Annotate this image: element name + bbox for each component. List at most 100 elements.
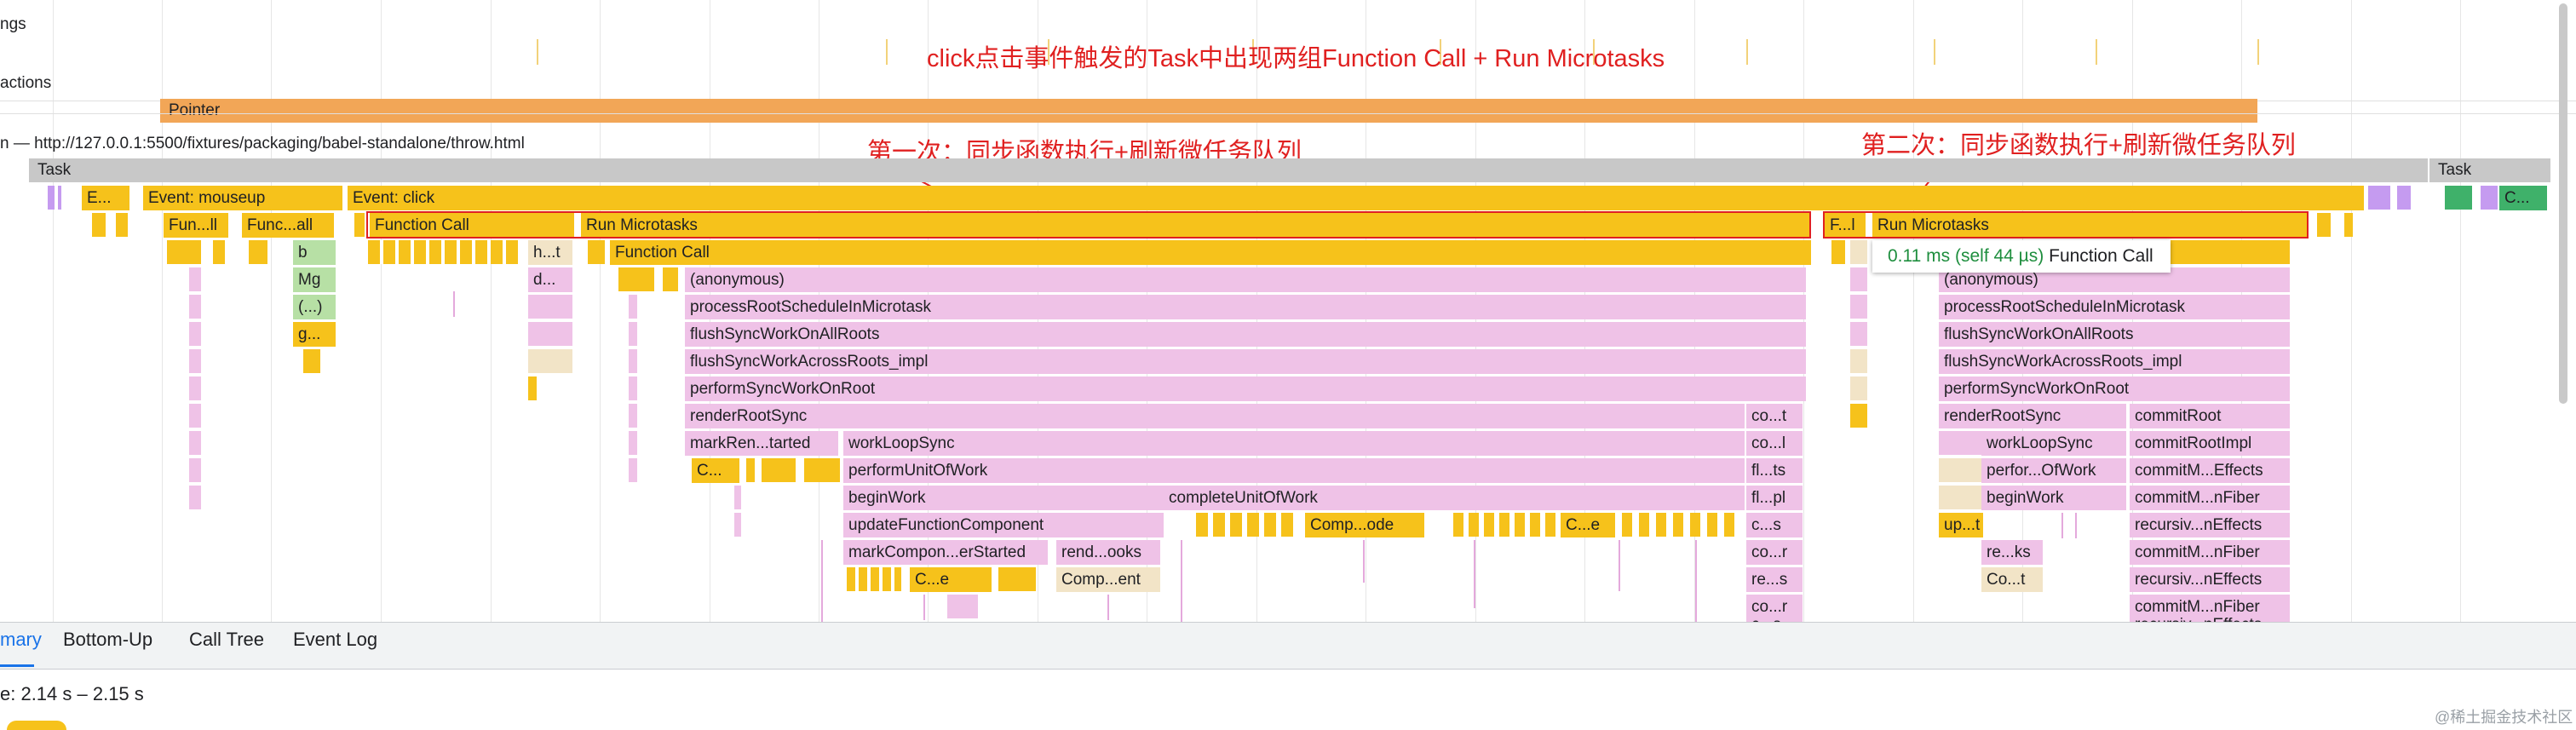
commit-col-7[interactable]: co...r xyxy=(1746,595,1803,619)
call-sliver[interactable] xyxy=(762,458,796,482)
commit-right-5[interactable]: commitM...nFiber xyxy=(2130,540,2290,565)
call-sliver[interactable] xyxy=(588,240,605,264)
pink-sliver[interactable] xyxy=(1850,322,1867,346)
mark-render-bar[interactable]: markRen...tarted xyxy=(685,431,838,456)
commit-col-2[interactable]: fl...ts xyxy=(1746,458,1803,483)
call-sliver[interactable] xyxy=(1850,376,1867,400)
commit-col-4[interactable]: c...s xyxy=(1746,513,1803,537)
call-cluster[interactable] xyxy=(847,567,901,591)
stack-left-3[interactable]: flushSyncWorkAcrossRoots_impl xyxy=(685,349,1806,374)
call-cluster[interactable] xyxy=(1453,513,1555,537)
stack-right-4[interactable]: performSyncWorkOnRoot xyxy=(1939,376,2290,401)
stack-right-5[interactable]: renderRootSync xyxy=(1939,404,2126,428)
commit-col-1[interactable]: co...l xyxy=(1746,431,1803,456)
commit-col-0[interactable]: co...t xyxy=(1746,404,1803,428)
stack-right-11[interactable]: Co...t xyxy=(1981,567,2043,592)
pink-sliver[interactable] xyxy=(629,295,637,319)
event-mouseup-bar[interactable]: Event: mouseup xyxy=(143,186,342,210)
pink-sliver[interactable] xyxy=(189,431,201,455)
commit-right-0[interactable]: commitRoot xyxy=(2130,404,2290,428)
run-microtasks-bar-2[interactable]: Run Microtasks xyxy=(1872,213,2307,238)
commit-right-6[interactable]: recursiv...nEffects xyxy=(2130,567,2290,592)
stack-right-6[interactable]: workLoopSync xyxy=(1981,431,2126,456)
fn-sliver[interactable] xyxy=(92,213,106,237)
stack-right-1[interactable]: processRootScheduleInMicrotask xyxy=(1939,295,2290,319)
pink-sliver[interactable] xyxy=(189,349,201,373)
call-sliver[interactable] xyxy=(249,240,267,264)
function-call-bar-3[interactable]: Function Call xyxy=(370,213,574,238)
stack-left-4[interactable]: performSyncWorkOnRoot xyxy=(685,376,1806,401)
commit-right-7[interactable]: commitM...nFiber xyxy=(2130,595,2290,619)
call-cluster[interactable] xyxy=(368,240,521,264)
call-sliver[interactable] xyxy=(1850,404,1867,428)
commit-right-4[interactable]: recursiv...nEffects xyxy=(2130,513,2290,537)
pink-sliver[interactable] xyxy=(629,458,637,482)
event-sliver[interactable] xyxy=(48,186,55,210)
event-sliver[interactable] xyxy=(2368,186,2390,210)
pink-sliver[interactable] xyxy=(528,322,572,346)
pink-sliver[interactable] xyxy=(629,322,637,346)
tab-bottom-up[interactable]: Bottom-Up xyxy=(63,629,153,650)
rend-ooks-bar[interactable]: rend...ooks xyxy=(1056,540,1160,565)
commit-right-1[interactable]: commitRootImpl xyxy=(2130,431,2290,456)
call-b-bar[interactable]: b xyxy=(293,240,336,265)
commit-col-5[interactable]: co...r xyxy=(1746,540,1803,565)
event-click-bar[interactable]: Event: click xyxy=(348,186,2364,210)
call-sliver[interactable] xyxy=(804,458,840,482)
fn-sliver[interactable] xyxy=(2317,213,2331,237)
pink-sliver[interactable] xyxy=(629,376,637,400)
pink-sliver[interactable] xyxy=(734,486,741,509)
fn-sliver[interactable] xyxy=(116,213,128,237)
commit-right-8[interactable]: recursiv...nEffects xyxy=(2130,617,2290,625)
work-loop-bar[interactable]: workLoopSync xyxy=(843,431,1745,456)
begin-work-bar[interactable]: beginWork xyxy=(843,486,1164,510)
task-bar[interactable]: Task xyxy=(29,158,2428,182)
pink-sliver[interactable] xyxy=(629,404,637,428)
stack-right-10[interactable]: re...ks xyxy=(1981,540,2043,565)
commit-col-6[interactable]: re...s xyxy=(1746,567,1803,592)
tab-call-tree[interactable]: Call Tree xyxy=(189,629,265,650)
call-g-bar[interactable]: g... xyxy=(293,322,336,347)
pink-sliver[interactable] xyxy=(734,513,741,537)
stack-left-0[interactable]: (anonymous) xyxy=(685,267,1806,292)
pink-sliver[interactable] xyxy=(528,295,572,319)
pink-sliver[interactable] xyxy=(189,322,201,346)
comp-ode-bar[interactable]: Comp...ode xyxy=(1305,513,1424,537)
complete-unit-bar[interactable]: completeUnitOfWork xyxy=(1164,486,1745,510)
call-sliver[interactable] xyxy=(303,349,320,373)
event-sliver[interactable] xyxy=(2397,186,2411,210)
fn-sliver[interactable] xyxy=(354,213,365,237)
mark-component-bar[interactable]: markCompon...erStarted xyxy=(843,540,1048,565)
stack-right-7[interactable]: perfor...OfWork xyxy=(1981,458,2126,483)
update-fc-bar[interactable]: updateFunctionComponent xyxy=(843,513,1164,537)
stack-right-9[interactable]: up...t xyxy=(1939,513,1983,537)
event-sliver[interactable] xyxy=(2481,186,2498,210)
pink-sliver[interactable] xyxy=(1939,431,1983,455)
call-anon-bar[interactable]: (...) xyxy=(293,295,336,319)
pink-sliver[interactable] xyxy=(1850,295,1867,319)
pink-sliver[interactable] xyxy=(189,295,201,319)
task-bar-2[interactable]: Task xyxy=(2429,158,2550,182)
event-green[interactable] xyxy=(2445,186,2472,210)
call-sliver[interactable] xyxy=(213,240,225,264)
stack-left-5[interactable]: renderRootSync xyxy=(685,404,1745,428)
commit-col-3[interactable]: fl...pl xyxy=(1746,486,1803,510)
stack-right-3[interactable]: flushSyncWorkAcrossRoots_impl xyxy=(1939,349,2290,374)
function-call-inner-bar[interactable]: Function Call xyxy=(610,240,1811,265)
call-sliver[interactable] xyxy=(1939,486,1983,509)
event-sliver[interactable] xyxy=(58,186,61,210)
pink-sliver[interactable] xyxy=(189,267,201,291)
call-d-bar[interactable]: d... xyxy=(528,267,572,292)
pink-sliver[interactable] xyxy=(629,431,637,455)
call-sliver[interactable] xyxy=(1939,458,1983,482)
stack-right-2[interactable]: flushSyncWorkOnAllRoots xyxy=(1939,322,2290,347)
call-sliver[interactable] xyxy=(663,267,678,291)
pink-sliver[interactable] xyxy=(189,486,201,509)
call-sliver[interactable] xyxy=(1850,349,1867,373)
call-mg-bar[interactable]: Mg xyxy=(293,267,336,292)
stack-right-8[interactable]: beginWork xyxy=(1981,486,2126,510)
call-sliver[interactable] xyxy=(528,349,572,373)
pink-sliver[interactable] xyxy=(189,458,201,482)
call-sliver[interactable] xyxy=(618,267,654,291)
function-call-bar-1[interactable]: Fun...ll xyxy=(164,213,228,238)
